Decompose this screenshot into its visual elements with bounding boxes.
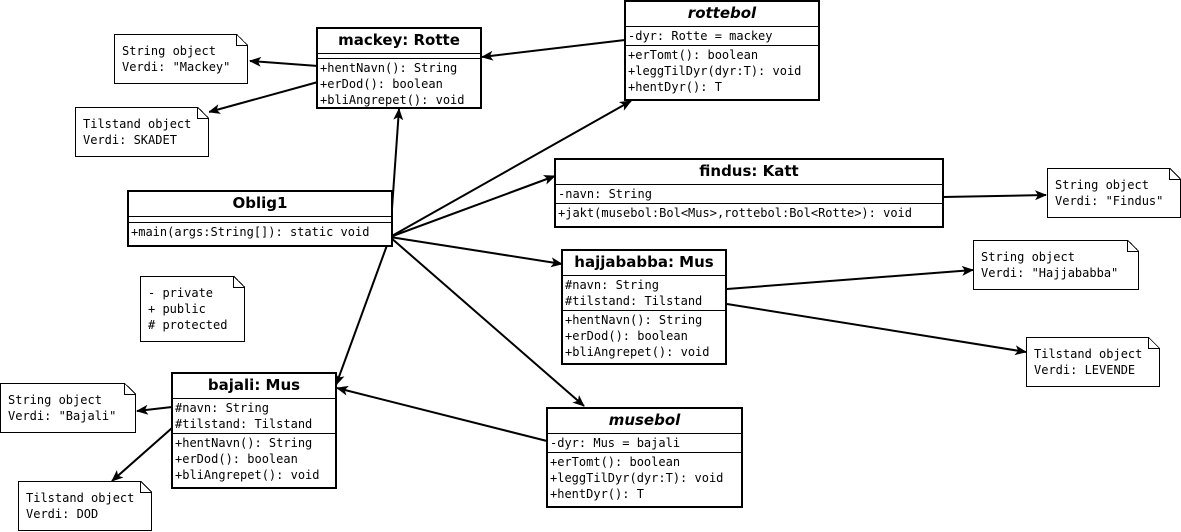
- note-mackey-tilstand: Tilstand object Verdi: SKADET: [75, 107, 209, 157]
- note-line: Verdi: "Bajali": [8, 409, 117, 423]
- arrow-mackey-to-tilstand: [208, 81, 319, 114]
- note-hajjababba-tilstand: Tilstand object Verdi: LEVENDE: [1026, 337, 1160, 387]
- attributes-bajali: #navn: String #tilstand: Tilstand: [173, 399, 335, 434]
- method: +leggTilDyr(dyr:T): void: [628, 64, 802, 78]
- note-line: String object: [122, 44, 216, 58]
- methods-mackey: +hentNavn(): String +erDod(): boolean +b…: [318, 59, 480, 109]
- note-visibility-legend: - private + public # protected: [140, 276, 245, 342]
- attribute: -navn: String: [558, 187, 652, 201]
- attribute: #navn: String: [175, 401, 269, 415]
- attribute: -dyr: Rotte = mackey: [628, 29, 773, 43]
- method: +jakt(musebol:Bol<Mus>,rottebol:Bol<Rott…: [558, 206, 913, 220]
- arrow-bajali-to-tilstand: [111, 427, 173, 482]
- arrow-mackey-to-string: [249, 56, 319, 67]
- class-title-mackey: mackey: Rotte: [318, 29, 480, 54]
- note-findus-string: String object Verdi: "Findus": [1047, 168, 1181, 218]
- arrow-bajali-to-string: [136, 404, 173, 415]
- method: +hentNavn(): String: [320, 61, 458, 75]
- arrow-rottebol-to-mackey: [481, 39, 626, 61]
- attribute: -dyr: Mus = bajali: [550, 436, 681, 450]
- method: +bliAngrepet(): void: [175, 468, 320, 482]
- class-box-hajjababba: hajjababba: Mus #navn: String #tilstand:…: [561, 249, 727, 365]
- methods-bajali: +hentNavn(): String +erDod(): boolean +b…: [173, 434, 335, 484]
- note-line: String object: [981, 250, 1075, 264]
- attribute: #tilstand: Tilstand: [565, 294, 703, 308]
- arrow-oblig1-to-hajjababba: [389, 236, 563, 268]
- method: +bliAngrepet(): void: [565, 345, 710, 359]
- attributes-musebol: -dyr: Mus = bajali: [548, 434, 741, 453]
- note-hajjababba-string: String object Verdi: "Hajjababba": [973, 240, 1139, 290]
- method: +erTomt(): boolean: [628, 48, 759, 62]
- method: +erDod(): boolean: [565, 329, 688, 343]
- arrow-hajjababba-to-string: [726, 265, 974, 290]
- method: +hentNavn(): String: [175, 436, 313, 450]
- attributes-rottebol: -dyr: Rotte = mackey: [626, 27, 818, 46]
- class-title-oblig1: Oblig1: [129, 192, 391, 217]
- method: +erTomt(): boolean: [550, 455, 681, 469]
- method: +erDod(): boolean: [175, 452, 298, 466]
- arrow-oblig1-to-musebol: [389, 236, 585, 407]
- note-line: Verdi: "Hajjababba": [981, 266, 1119, 280]
- note-line: Tilstand object: [83, 117, 192, 131]
- note-line: Verdi: LEVENDE: [1034, 363, 1136, 377]
- class-title-hajjababba: hajjababba: Mus: [563, 251, 725, 276]
- method: +main(args:String[]): static void: [131, 225, 370, 239]
- note-line: Tilstand object: [26, 491, 135, 505]
- methods-findus: +jakt(musebol:Bol<Mus>,rottebol:Bol<Rott…: [556, 204, 942, 222]
- methods-musebol: +erTomt(): boolean +leggTilDyr(dyr:T): v…: [548, 453, 741, 503]
- arrow-findus-to-string: [942, 190, 1047, 201]
- class-title-rottebol: rottebol: [626, 2, 818, 27]
- method: +hentDyr(): T: [550, 487, 644, 501]
- note-line: Verdi: DOD: [26, 507, 99, 521]
- note-line: Tilstand object: [1034, 347, 1143, 361]
- class-title-findus: findus: Katt: [556, 160, 942, 185]
- class-box-findus: findus: Katt -navn: String +jakt(musebol…: [554, 158, 944, 228]
- class-box-rottebol: rottebol -dyr: Rotte = mackey +erTomt():…: [624, 0, 820, 101]
- arrow-oblig1-to-bajali: [335, 236, 391, 386]
- methods-oblig1: +main(args:String[]): static void: [129, 223, 391, 241]
- note-line: Verdi: "Mackey": [122, 60, 231, 74]
- attributes-oblig1: [129, 217, 391, 223]
- note-line: # protected: [148, 318, 228, 332]
- method: +hentDyr(): T: [628, 80, 722, 94]
- class-box-musebol: musebol -dyr: Mus = bajali +erTomt(): bo…: [546, 407, 743, 508]
- method: +erDod(): boolean: [320, 77, 443, 91]
- method: +bliAngrepet(): void: [320, 93, 465, 107]
- arrow-musebol-to-bajali: [336, 385, 548, 442]
- methods-hajjababba: +hentNavn(): String +erDod(): boolean +b…: [563, 311, 725, 361]
- methods-rottebol: +erTomt(): boolean +leggTilDyr(dyr:T): v…: [626, 46, 818, 96]
- attribute: #tilstand: Tilstand: [175, 417, 313, 431]
- class-title-bajali: bajali: Mus: [173, 374, 335, 399]
- note-line: String object: [1055, 178, 1149, 192]
- class-title-musebol: musebol: [548, 409, 741, 434]
- note-line: Verdi: "Findus": [1055, 194, 1164, 208]
- note-line: String object: [8, 393, 102, 407]
- note-line: + public: [148, 302, 206, 316]
- note-bajali-tilstand: Tilstand object Verdi: DOD: [18, 481, 152, 531]
- arrow-oblig1-to-findus: [389, 175, 556, 238]
- arrow-hajjababba-to-tilstand: [726, 303, 1027, 356]
- class-box-bajali: bajali: Mus #navn: String #tilstand: Til…: [171, 372, 337, 489]
- attributes-hajjababba: #navn: String #tilstand: Tilstand: [563, 276, 725, 311]
- note-bajali-string: String object Verdi: "Bajali": [0, 383, 136, 433]
- note-mackey-string: String object Verdi: "Mackey": [114, 34, 248, 84]
- method: +leggTilDyr(dyr:T): void: [550, 471, 724, 485]
- attributes-mackey: [318, 54, 480, 59]
- attributes-findus: -navn: String: [556, 185, 942, 204]
- note-line: - private: [148, 286, 214, 300]
- attribute: #navn: String: [565, 278, 659, 292]
- class-box-oblig1: Oblig1 +main(args:String[]): static void: [127, 190, 393, 247]
- class-box-mackey: mackey: Rotte +hentNavn(): String +erDod…: [316, 27, 482, 109]
- arrow-oblig1-to-rottebol: [389, 100, 632, 238]
- method: +hentNavn(): String: [565, 313, 703, 327]
- note-line: Verdi: SKADET: [83, 133, 177, 147]
